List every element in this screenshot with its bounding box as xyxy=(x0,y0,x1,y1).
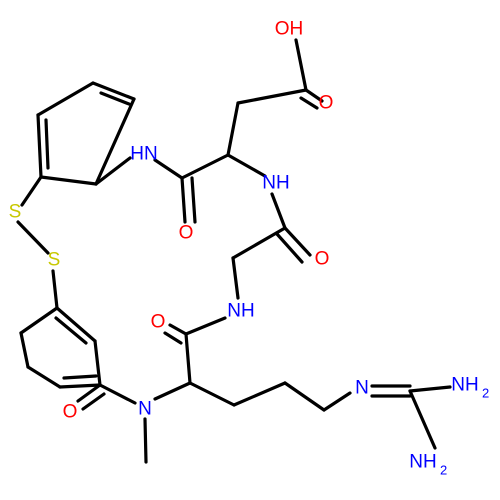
bond xyxy=(226,153,267,178)
amide-nitrogen-1-label: HN xyxy=(130,144,157,165)
amide-nitrogen-3-label: NH xyxy=(227,301,254,322)
bond xyxy=(188,381,236,407)
bond xyxy=(184,332,192,385)
amide-carbonyl-oxygen-4-label: O xyxy=(63,402,78,423)
acid-carbonyl-oxygen-label: O xyxy=(319,93,334,114)
bonds xyxy=(16,38,452,464)
atom-labels: OH O HN O NH O NH O N O S S N NH 2 NH 2 xyxy=(9,19,490,478)
amine-1-label: NH xyxy=(451,375,478,396)
bond xyxy=(232,381,287,407)
bond xyxy=(180,153,230,180)
bond xyxy=(153,381,192,401)
amide-carbonyl-oxygen-1-label: O xyxy=(179,223,194,244)
bond xyxy=(94,156,132,186)
bond xyxy=(54,316,88,345)
bond xyxy=(19,306,59,335)
bond xyxy=(19,331,30,369)
bond xyxy=(226,101,240,157)
amine-2-label: NH xyxy=(409,452,436,473)
bond xyxy=(36,81,95,117)
bond xyxy=(153,158,184,180)
bond xyxy=(294,38,308,92)
bond xyxy=(62,374,98,380)
bond xyxy=(81,392,106,411)
bond xyxy=(51,269,59,310)
bond xyxy=(408,385,452,393)
bond xyxy=(58,383,102,389)
bond xyxy=(99,91,131,106)
bond xyxy=(184,316,227,336)
bond xyxy=(190,176,197,224)
bond xyxy=(143,417,148,464)
bond xyxy=(299,96,319,110)
sulfur-1-label: S xyxy=(9,202,22,223)
bond xyxy=(304,88,324,103)
amide-carbonyl-oxygen-2-label: O xyxy=(315,249,330,270)
imine-nitrogen-label: N xyxy=(355,378,369,399)
bond xyxy=(76,383,102,403)
bond xyxy=(283,381,326,412)
bond xyxy=(98,383,137,405)
bond xyxy=(168,323,188,336)
sulfur-2-label: S xyxy=(48,250,61,271)
bond xyxy=(283,226,312,257)
bond xyxy=(270,192,287,230)
methyl-nitrogen-label: N xyxy=(138,399,152,420)
bond xyxy=(44,118,50,170)
bond xyxy=(91,81,136,101)
bond xyxy=(408,389,437,450)
bond xyxy=(36,113,43,179)
bond xyxy=(26,365,62,389)
bond xyxy=(231,226,287,260)
bond xyxy=(322,391,352,412)
amide-nitrogen-2-label: NH xyxy=(262,173,289,194)
bond xyxy=(16,220,50,255)
bond xyxy=(93,339,102,387)
bond xyxy=(275,232,304,264)
hydroxyl-label: OH xyxy=(275,19,304,40)
bond xyxy=(180,176,187,224)
bond xyxy=(39,175,98,186)
bond xyxy=(55,306,97,343)
bond xyxy=(94,97,136,186)
bond xyxy=(231,256,240,300)
bond xyxy=(236,88,308,105)
amine-2-subscript: 2 xyxy=(440,463,447,478)
amine-1-subscript: 2 xyxy=(482,386,489,401)
bond xyxy=(163,331,183,345)
bond xyxy=(20,175,43,207)
amide-carbonyl-oxygen-3-label: O xyxy=(151,312,166,333)
